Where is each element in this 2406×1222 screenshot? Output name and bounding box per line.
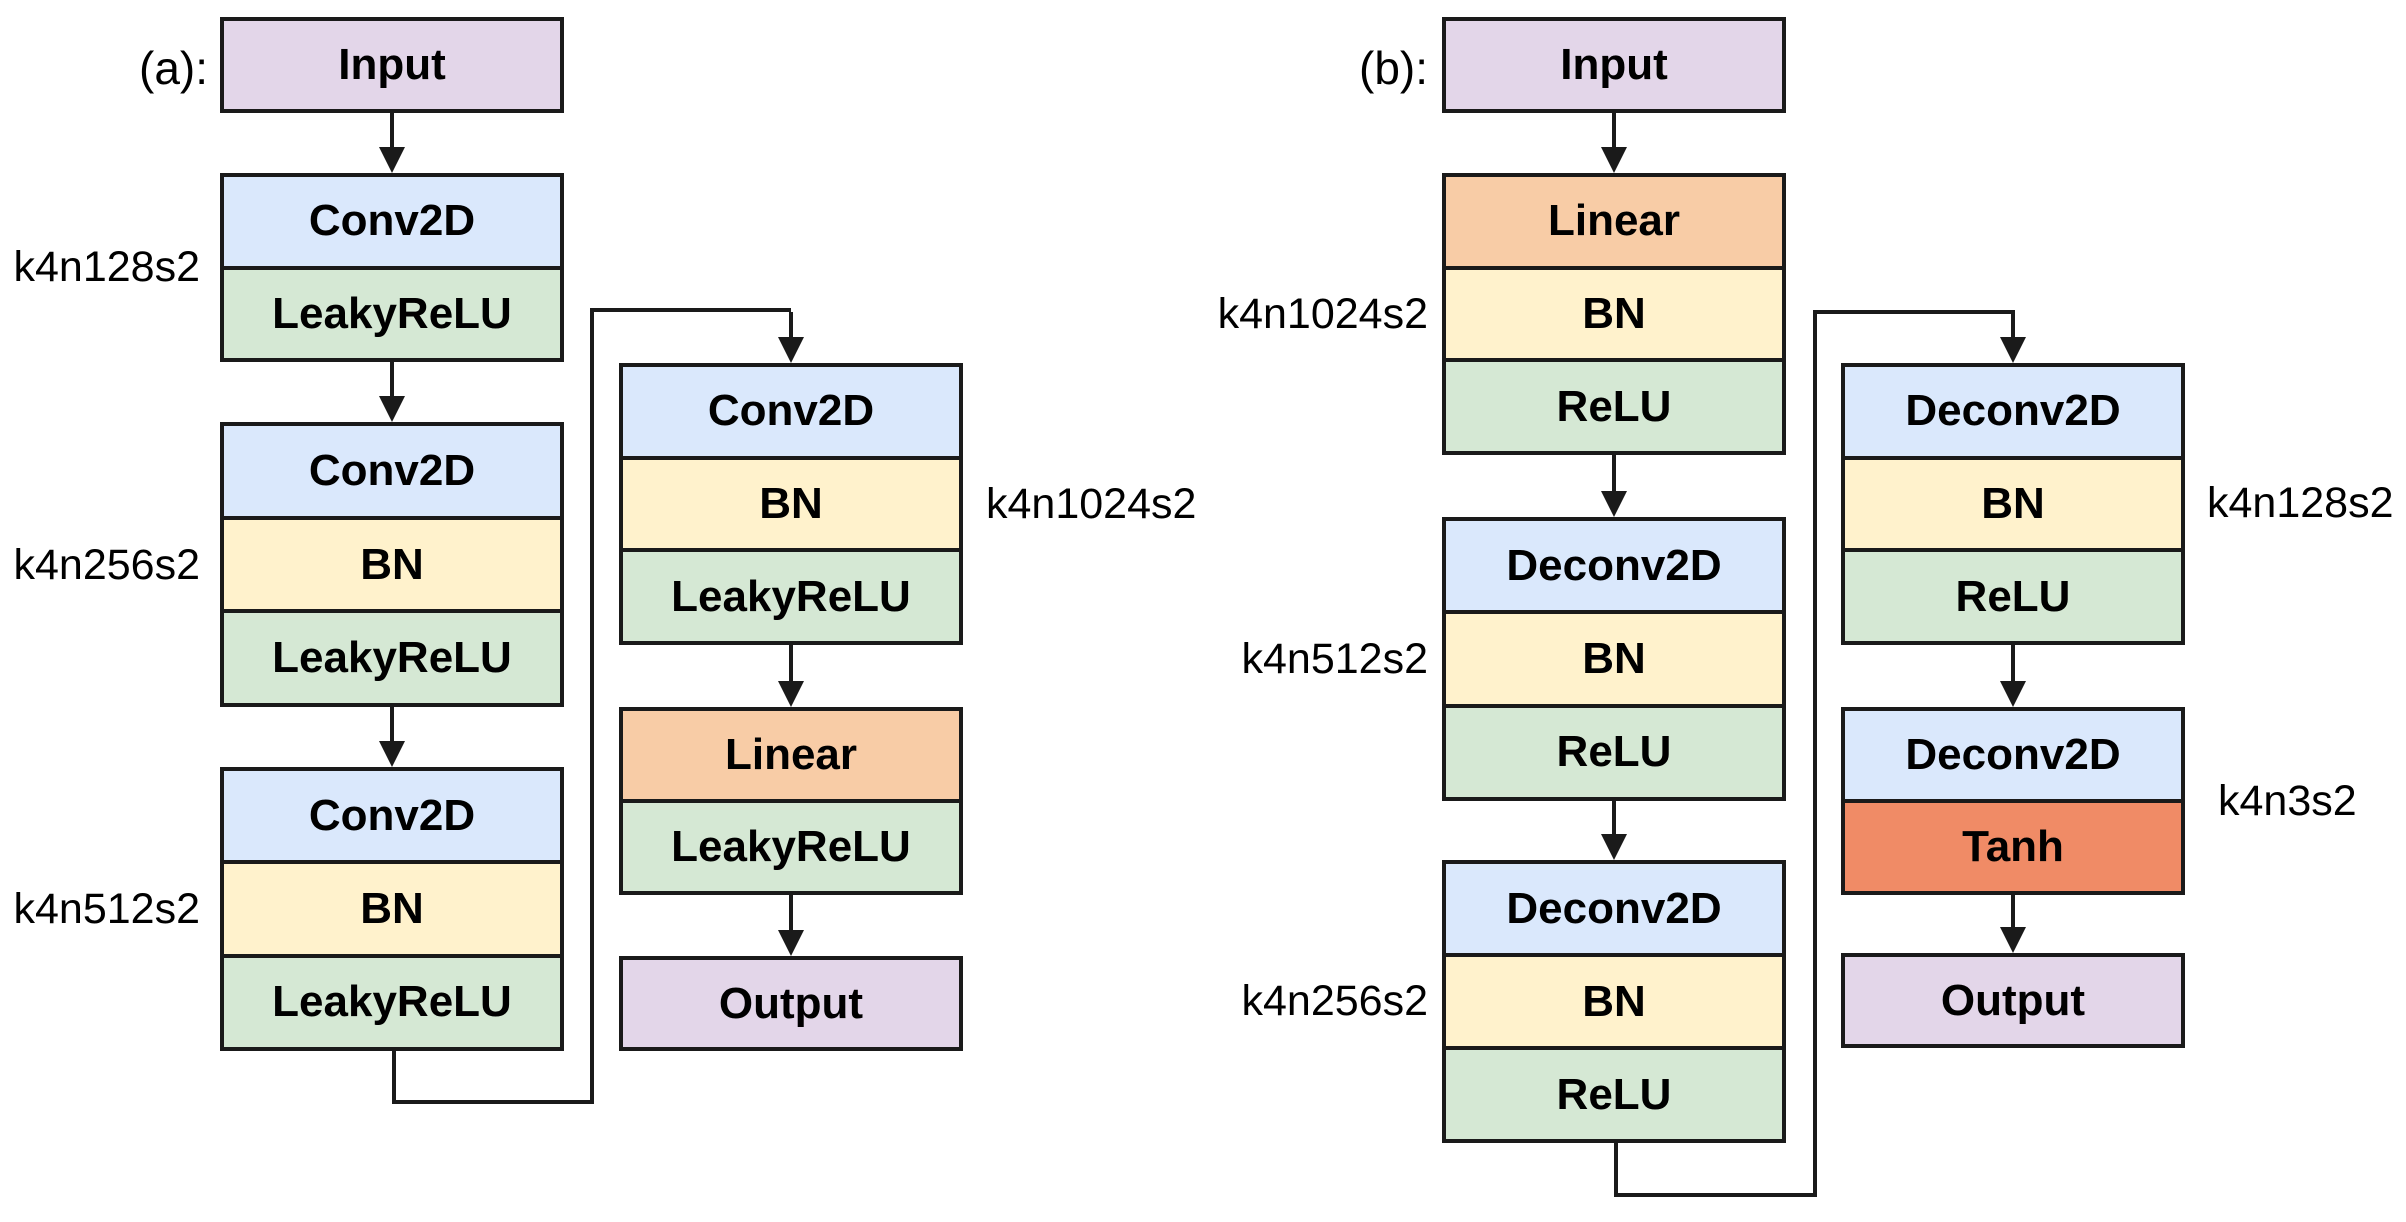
arrow-head-icon — [2000, 337, 2026, 363]
side-label-k4n3s2: k4n3s2 — [2218, 777, 2357, 825]
node-bn: BN — [1845, 455, 2181, 549]
node-conv2d: Conv2D — [623, 367, 959, 456]
arrow-line — [789, 312, 793, 338]
node-leakyrelu: LeakyReLU — [224, 953, 560, 1047]
arrow-head-icon — [778, 930, 804, 956]
node-conv2d: Conv2D — [224, 177, 560, 266]
node-relu: ReLU — [1446, 703, 1782, 797]
connector-elbow — [1614, 1143, 1813, 1197]
arrow-line — [1612, 113, 1616, 149]
node-bn: BN — [224, 515, 560, 610]
arrow-head-icon — [379, 396, 405, 422]
side-label-k4n128s2: k4n128s2 — [2207, 479, 2394, 527]
connector-elbow — [1813, 310, 2015, 1197]
block-b2: Deconv2D BN ReLU — [1442, 517, 1786, 801]
block-b1: Linear BN ReLU — [1442, 173, 1786, 455]
node-bn: BN — [1446, 953, 1782, 1046]
panel-a-label: (a): — [139, 42, 208, 94]
side-label-k4n1024s2: k4n1024s2 — [986, 480, 1197, 528]
arrow-line — [2011, 314, 2015, 338]
node-leakyrelu: LeakyReLU — [224, 609, 560, 704]
side-label-k4n256s2: k4n256s2 — [1241, 977, 1429, 1025]
node-bn: BN — [1446, 265, 1782, 359]
arrow-head-icon — [2000, 681, 2026, 707]
arrow-head-icon — [778, 681, 804, 707]
node-tanh: Tanh — [1845, 799, 2181, 891]
node-deconv2d: Deconv2D — [1845, 711, 2181, 799]
block-a2: Conv2D BN LeakyReLU — [220, 422, 564, 707]
node-bn: BN — [623, 455, 959, 549]
block-a4: Conv2D BN LeakyReLU — [619, 363, 963, 645]
node-output-a: Output — [619, 956, 963, 1051]
arrow-line — [789, 645, 793, 681]
node-deconv2d: Deconv2D — [1845, 367, 2181, 456]
arrow-line — [1612, 801, 1616, 834]
arrow-line — [390, 113, 394, 149]
node-input-b: Input — [1442, 17, 1786, 113]
node-relu: ReLU — [1845, 548, 2181, 642]
side-label-k4n1024s2: k4n1024s2 — [1217, 290, 1428, 338]
arrow-line — [2011, 895, 2015, 927]
node-leakyrelu: LeakyReLU — [623, 548, 959, 642]
arrow-head-icon — [1601, 491, 1627, 517]
node-output-b: Output — [1841, 953, 2185, 1048]
node-bn: BN — [1446, 610, 1782, 704]
arrow-line — [789, 895, 793, 930]
arrow-line — [1612, 455, 1616, 491]
side-label-k4n128s2: k4n128s2 — [13, 243, 201, 291]
node-leakyrelu: LeakyReLU — [224, 265, 560, 358]
node-relu: ReLU — [1446, 358, 1782, 452]
connector-elbow — [590, 308, 791, 1104]
block-a1: Conv2D LeakyReLU — [220, 173, 564, 362]
node-conv2d: Conv2D — [224, 771, 560, 861]
panel-b-label: (b): — [1359, 42, 1428, 94]
arrow-head-icon — [379, 741, 405, 767]
arrow-line — [2011, 645, 2015, 681]
arrow-head-icon — [1601, 834, 1627, 860]
arrow-head-icon — [1601, 147, 1627, 173]
side-label-k4n512s2: k4n512s2 — [1241, 635, 1429, 683]
side-label-k4n256s2: k4n256s2 — [13, 541, 201, 589]
block-b4: Deconv2D BN ReLU — [1841, 363, 2185, 645]
arrow-line — [390, 707, 394, 741]
node-input-a: Input — [220, 17, 564, 113]
node-relu: ReLU — [1446, 1046, 1782, 1139]
block-b5: Deconv2D Tanh — [1841, 707, 2185, 895]
block-a5: Linear LeakyReLU — [619, 707, 963, 895]
arrow-head-icon — [379, 147, 405, 173]
node-linear: Linear — [623, 711, 959, 799]
block-b3: Deconv2D BN ReLU — [1442, 860, 1786, 1143]
arrow-head-icon — [778, 337, 804, 363]
arrow-head-icon — [2000, 927, 2026, 953]
block-a3: Conv2D BN LeakyReLU — [220, 767, 564, 1051]
connector-elbow — [392, 1051, 590, 1104]
node-deconv2d: Deconv2D — [1446, 521, 1782, 611]
node-deconv2d: Deconv2D — [1446, 864, 1782, 953]
side-label-k4n512s2: k4n512s2 — [13, 885, 201, 933]
node-leakyrelu: LeakyReLU — [623, 799, 959, 891]
node-linear: Linear — [1446, 177, 1782, 266]
node-conv2d: Conv2D — [224, 426, 560, 516]
node-bn: BN — [224, 860, 560, 954]
arrow-line — [390, 362, 394, 396]
